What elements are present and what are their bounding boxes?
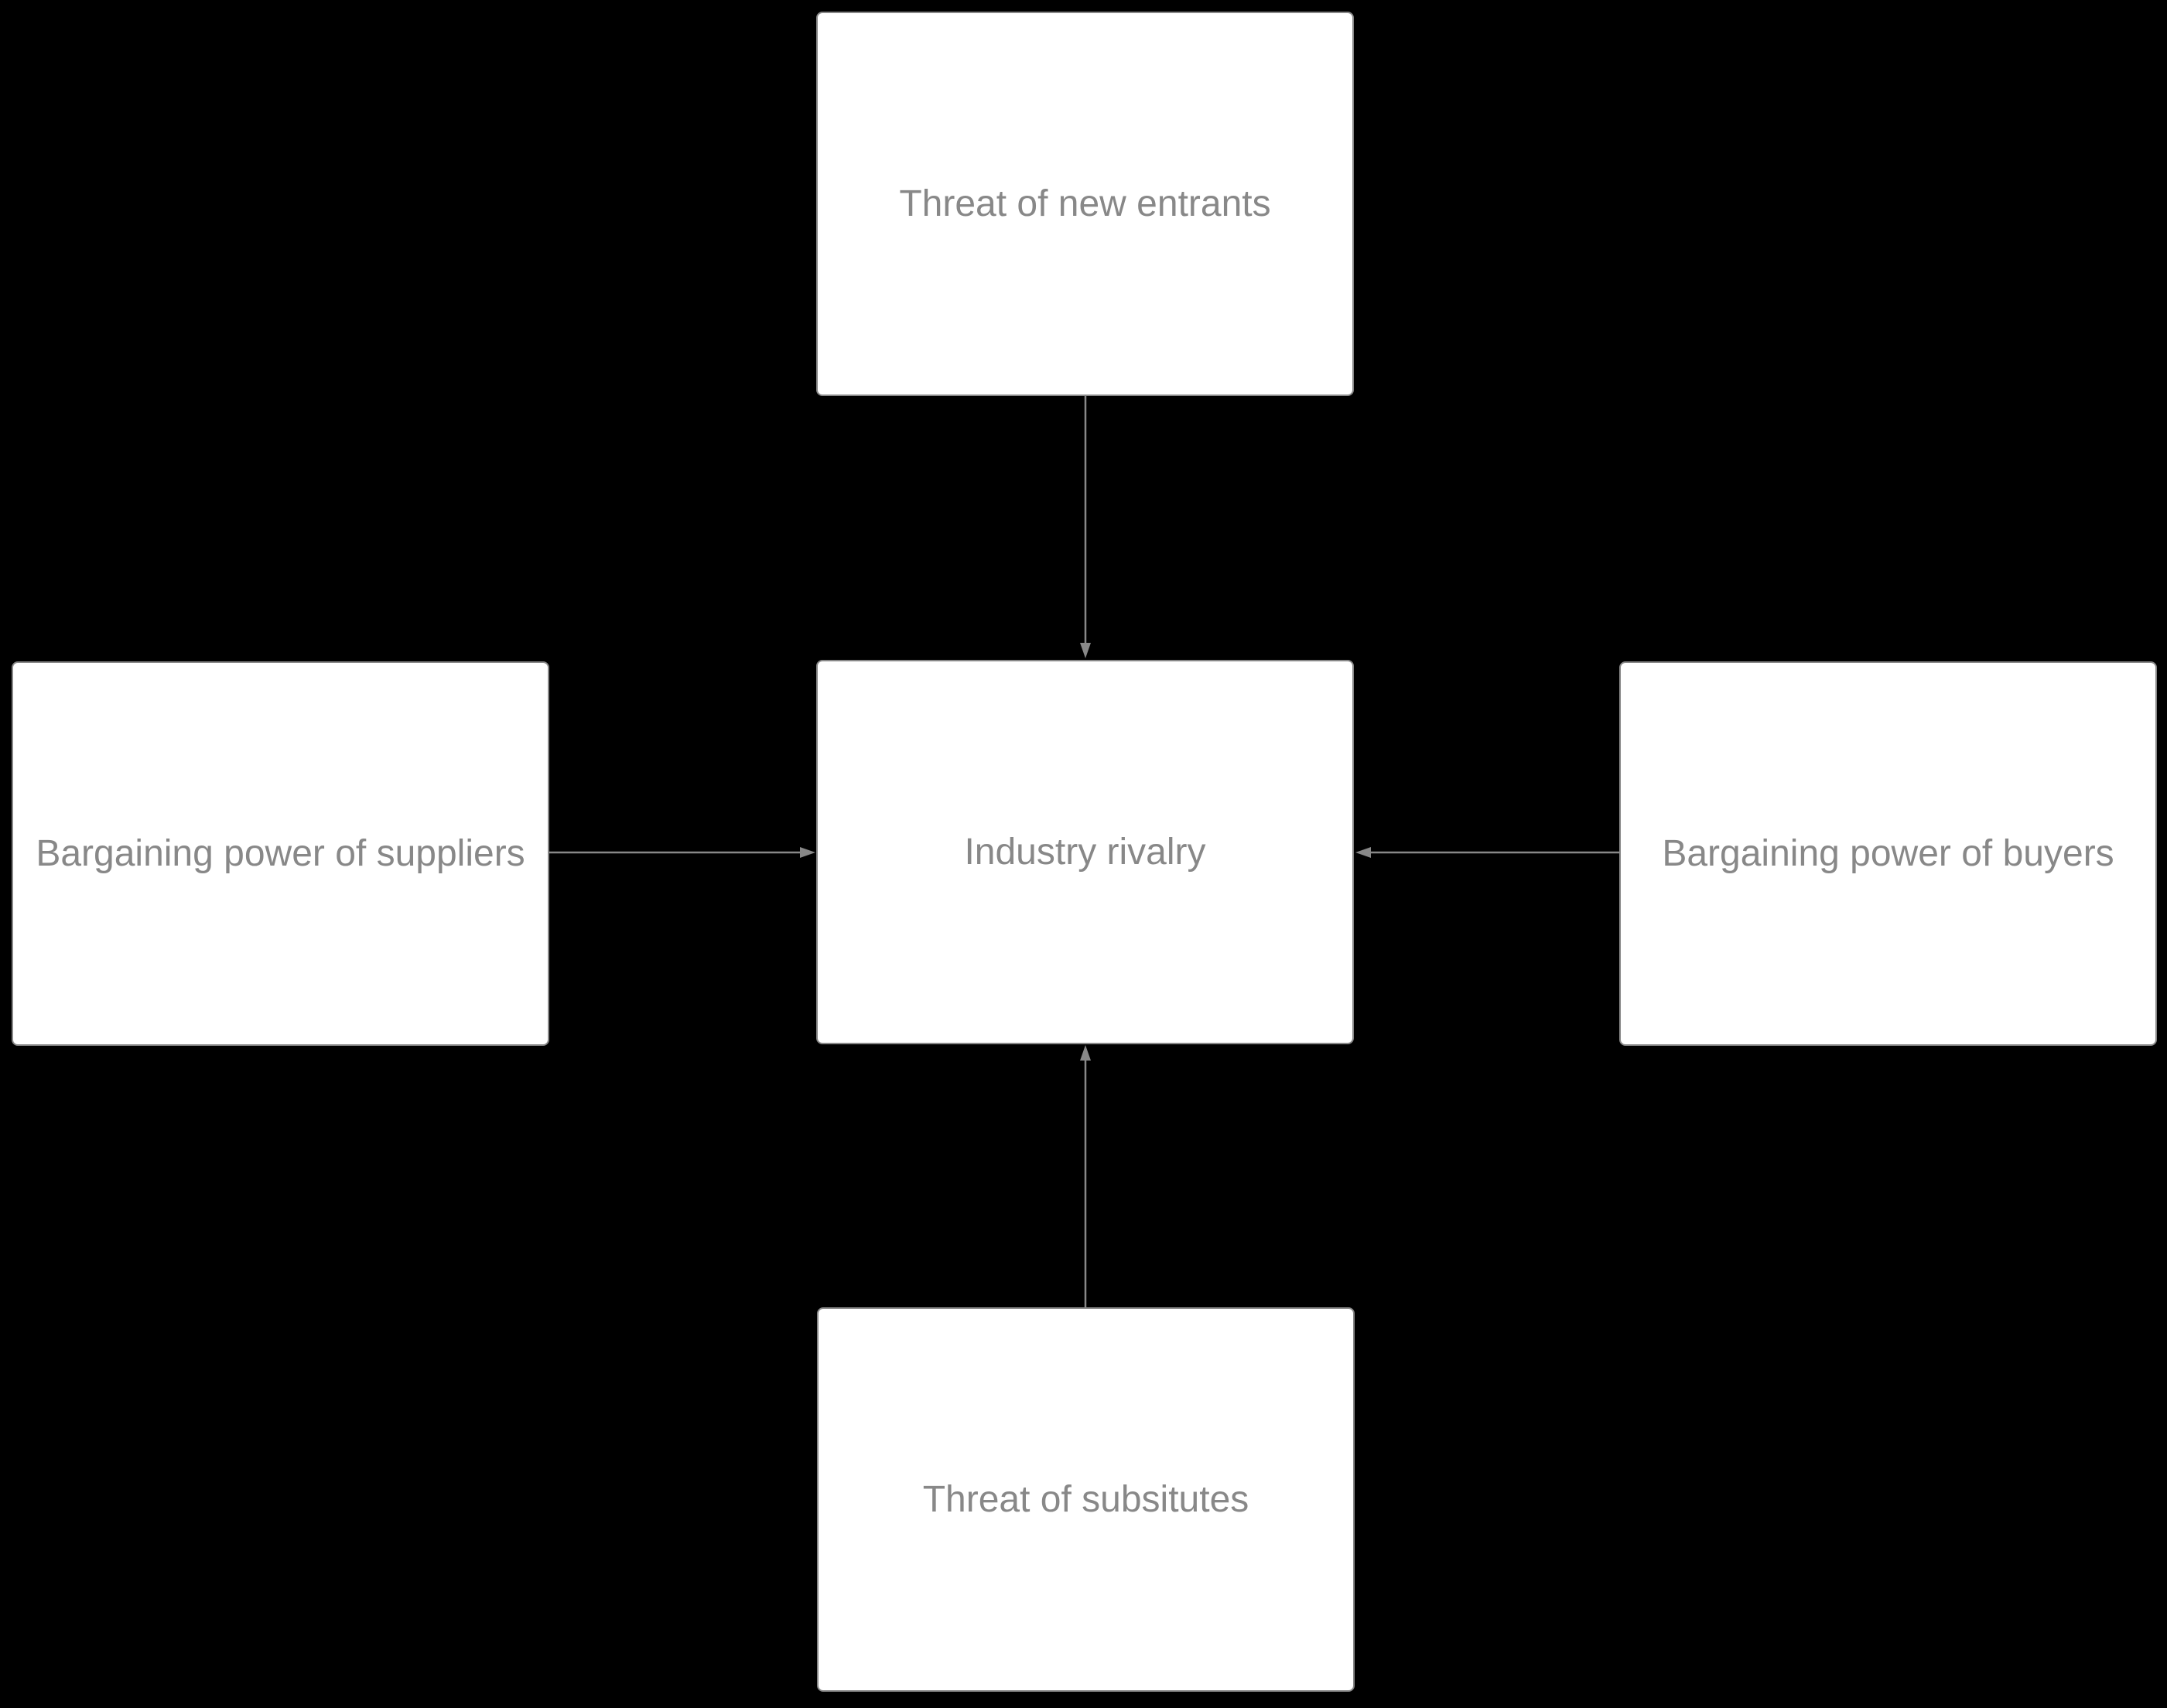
node-bargaining-power-of-suppliers[interactable]: Bargaining power of suppliers bbox=[12, 661, 549, 1046]
node-threat-of-new-entrants[interactable]: Threat of new entrants bbox=[816, 12, 1354, 396]
node-label: Threat of subsitutes bbox=[922, 1478, 1249, 1520]
node-industry-rivalry[interactable]: Industry rivalry bbox=[816, 660, 1354, 1044]
arrowhead-right-icon bbox=[800, 847, 815, 858]
node-label: Bargaining power of suppliers bbox=[36, 832, 525, 874]
edge-new-entrants-to-rivalry[interactable] bbox=[1080, 396, 1091, 658]
node-label: Industry rivalry bbox=[964, 831, 1206, 873]
edge-suppliers-to-rivalry[interactable] bbox=[549, 847, 815, 858]
edge-buyers-to-rivalry[interactable] bbox=[1355, 847, 1619, 858]
node-bargaining-power-of-buyers[interactable]: Bargaining power of buyers bbox=[1619, 661, 2157, 1046]
arrowhead-left-icon bbox=[1355, 847, 1371, 858]
arrowhead-down-icon bbox=[1080, 643, 1091, 658]
node-label: Bargaining power of buyers bbox=[1662, 832, 2114, 874]
arrowhead-up-icon bbox=[1080, 1045, 1091, 1061]
node-label: Threat of new entrants bbox=[899, 183, 1271, 224]
edge-substitutes-to-rivalry[interactable] bbox=[1080, 1045, 1091, 1307]
node-threat-of-substitutes[interactable]: Threat of subsitutes bbox=[817, 1307, 1355, 1692]
